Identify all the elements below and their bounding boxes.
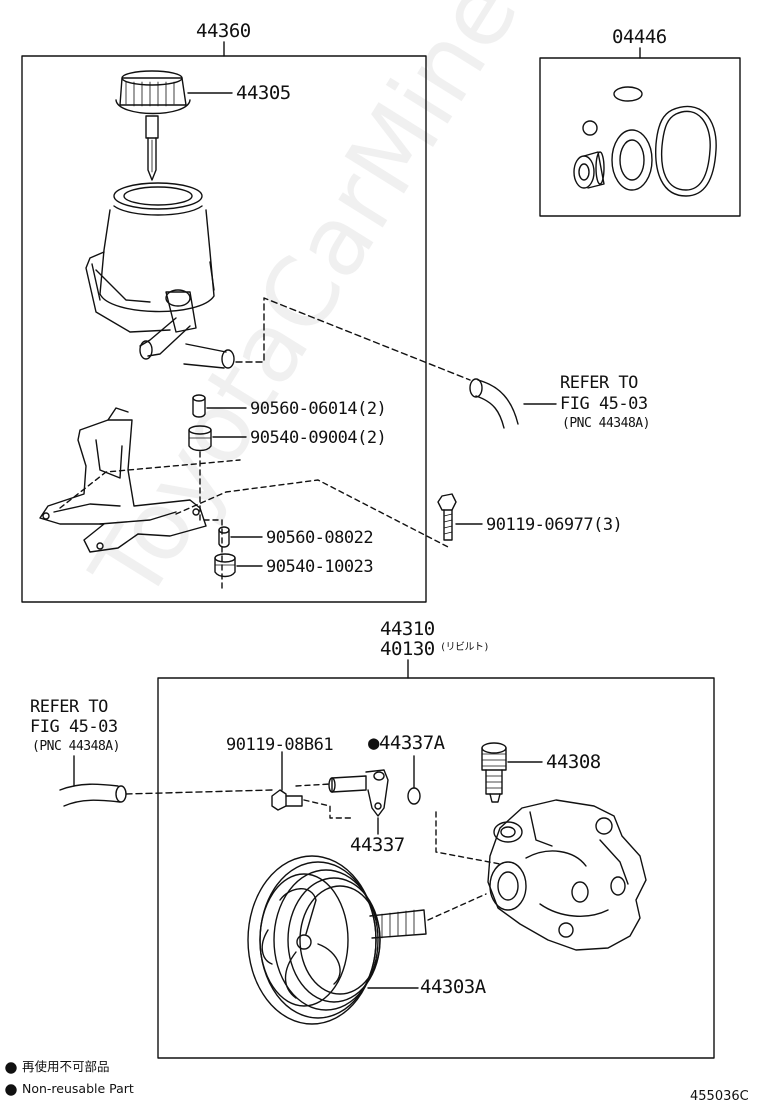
- lower-refer-line3: (PNC 44348A): [32, 739, 120, 754]
- part-90119-06977-label: 90119-06977(3): [486, 515, 623, 535]
- part-44337a-label: ●44337A: [368, 732, 445, 754]
- rebuilt-note: (リビルト): [440, 642, 490, 653]
- bracket-drawing: [39, 407, 207, 553]
- legend-bullet-jp: [5, 1062, 17, 1074]
- part-90119-08b61-label: 90119-08B61: [226, 735, 334, 755]
- union-44337-drawing: [328, 769, 389, 817]
- cushion-10023-drawing: [214, 553, 236, 578]
- part-44308-label: 44308: [546, 751, 601, 773]
- figure-code: 455036C: [690, 1089, 749, 1104]
- upper-assembly-frame: [21, 55, 427, 603]
- upper-refer-line1: REFER TO: [560, 373, 638, 393]
- part-44305-label: 44305: [236, 82, 291, 104]
- lower-refer-line2: FIG 45-03: [30, 717, 118, 737]
- assembly-44310-label: 44310: [380, 618, 435, 640]
- bolt-08b61-drawing: [271, 789, 303, 811]
- part-44303a-label: 44303A: [420, 976, 486, 998]
- flow-valve-44308-drawing: [481, 742, 507, 803]
- part-90560-06014-label: 90560-06014(2): [250, 399, 387, 419]
- part-44337-label: 44337: [350, 834, 405, 856]
- collar-08022-drawing: [218, 526, 230, 548]
- upper-hose-drawing: [469, 378, 519, 429]
- reservoir-cap-drawing: [115, 70, 233, 181]
- assembly-04446-label: 04446: [612, 26, 667, 48]
- pulley-44303a-drawing: [247, 855, 381, 1025]
- upper-refer-line2: FIG 45-03: [560, 394, 648, 414]
- legend-nonreusable-en: Non-reusable Part: [22, 1081, 134, 1096]
- lower-hose-drawing: [59, 783, 127, 807]
- gasket-kit-drawing: [573, 86, 717, 197]
- part-90540-10023-label: 90540-10023: [266, 557, 374, 577]
- legend-nonreusable-jp: 再使用不可部品: [22, 1059, 110, 1074]
- reservoir-tank-drawing: [85, 182, 235, 369]
- lower-refer-line1: REFER TO: [30, 697, 108, 717]
- pump-body-drawing: [487, 799, 647, 951]
- part-90560-08022-label: 90560-08022: [266, 528, 374, 548]
- assembly-40130-label: 40130: [380, 638, 435, 660]
- assembly-44360-label: 44360: [196, 20, 251, 42]
- lower-assembly-frame: [157, 677, 715, 1059]
- part-90540-09004-label: 90540-09004(2): [250, 428, 387, 448]
- collar-06014-drawing: [192, 394, 206, 418]
- legend-bullet-en: [5, 1084, 17, 1096]
- oring-44337a-drawing: [407, 787, 421, 805]
- upper-refer-line3: (PNC 44348A): [562, 416, 650, 431]
- cushion-09004-drawing: [188, 425, 212, 452]
- bolt-06977-drawing: [437, 493, 457, 541]
